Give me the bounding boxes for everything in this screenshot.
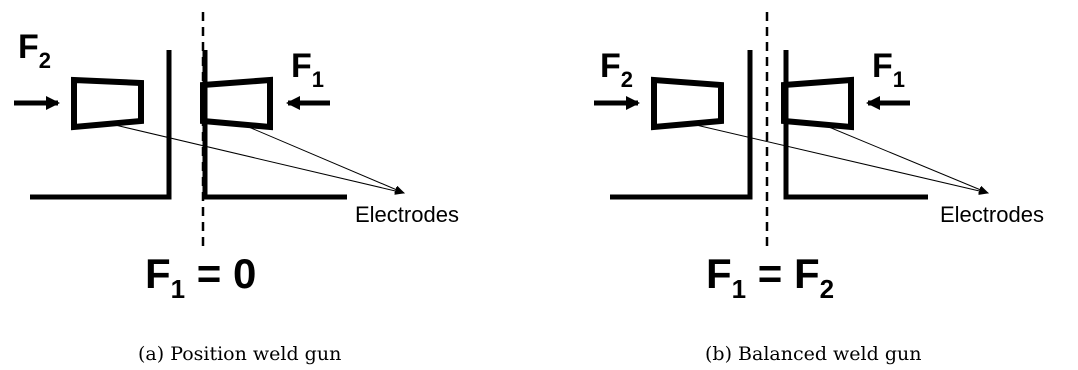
- left-gun-arm: [30, 50, 172, 200]
- equation: F1 = F2: [706, 250, 834, 304]
- caption: (a) Position weld gun: [138, 343, 341, 365]
- panel-b: F2 F1 Electrodes F1 = F2 (b) Balanced we…: [594, 12, 1044, 365]
- force-label-f1: F1: [291, 47, 324, 92]
- panel-a: F2 F1 Electrodes F1 = 0 (a) Position wel…: [14, 12, 459, 365]
- electrodes-label: Electrodes: [940, 202, 1044, 227]
- leader-line-left: [695, 124, 989, 195]
- force-label-f2: F2: [600, 47, 633, 92]
- force-label-f2: F2: [18, 28, 51, 73]
- electrodes-label: Electrodes: [355, 202, 459, 227]
- equation: F1 = 0: [145, 250, 256, 304]
- leader-line-left: [114, 124, 405, 195]
- left-electrode: [71, 76, 144, 131]
- right-electrode: [200, 76, 273, 131]
- left-gun-arm: [610, 50, 753, 200]
- force-label-f1: F1: [872, 47, 905, 92]
- leader-line-right: [243, 124, 405, 194]
- right-electrode: [781, 76, 854, 131]
- caption: (b) Balanced weld gun: [705, 343, 921, 365]
- left-electrode: [651, 76, 724, 131]
- leader-line-right: [823, 124, 989, 194]
